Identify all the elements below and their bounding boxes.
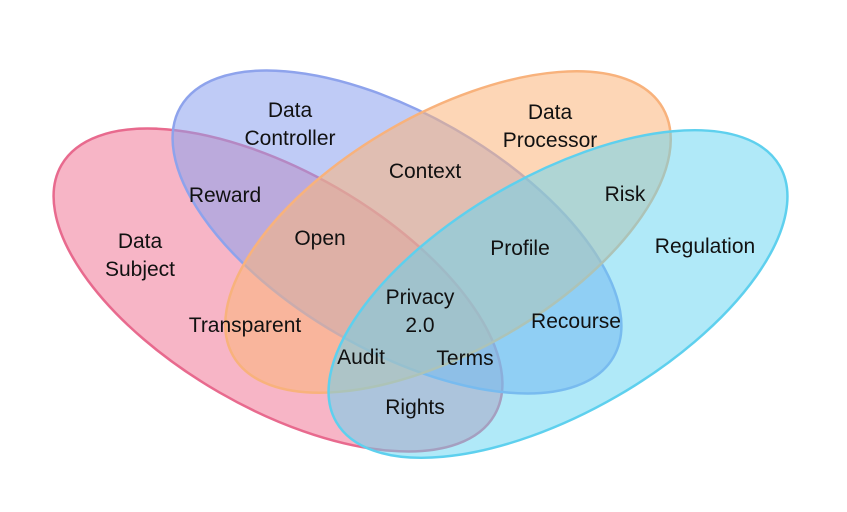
region-label-open-line-1: Open xyxy=(294,227,345,250)
region-label-reward-line-1: Reward xyxy=(189,184,261,207)
region-label-recourse-line-1: Recourse xyxy=(531,310,621,333)
set-label-data-subject-line-1: Data xyxy=(118,230,163,253)
region-label-terms: Terms xyxy=(436,347,493,370)
set-label-regulation: Regulation xyxy=(655,235,755,258)
region-label-privacy-line-1: Privacy xyxy=(386,286,455,309)
region-label-terms-line-1: Terms xyxy=(436,347,493,370)
region-label-risk: Risk xyxy=(605,183,646,206)
region-label-privacy-line-2: 2.0 xyxy=(405,314,434,337)
set-label-data-subject-line-2: Subject xyxy=(105,258,175,281)
region-label-context-line-1: Context xyxy=(389,160,462,183)
set-ellipses xyxy=(52,69,789,460)
set-label-data-controller-line-1: Data xyxy=(268,99,313,122)
region-label-transparent-line-1: Transparent xyxy=(189,314,302,337)
set-label-regulation-line-1: Regulation xyxy=(655,235,755,258)
set-label-data-processor-line-1: Data xyxy=(528,101,573,124)
region-label-recourse: Recourse xyxy=(531,310,621,333)
region-label-privacy: Privacy 2.0 xyxy=(386,286,455,337)
region-label-context: Context xyxy=(389,160,462,183)
region-label-rights: Rights xyxy=(385,396,445,419)
ellipse-regulation xyxy=(327,128,789,460)
region-label-reward: Reward xyxy=(189,184,261,207)
region-label-open: Open xyxy=(294,227,345,250)
region-label-profile: Profile xyxy=(490,237,550,260)
region-label-rights-line-1: Rights xyxy=(385,396,445,419)
region-label-transparent: Transparent xyxy=(189,314,302,337)
set-label-data-processor-line-2: Processor xyxy=(503,129,598,152)
region-label-profile-line-1: Profile xyxy=(490,237,550,260)
region-label-audit-line-1: Audit xyxy=(337,346,385,369)
set-label-data-controller-line-2: Controller xyxy=(244,127,335,150)
region-label-audit: Audit xyxy=(337,346,385,369)
region-label-risk-line-1: Risk xyxy=(605,183,646,206)
